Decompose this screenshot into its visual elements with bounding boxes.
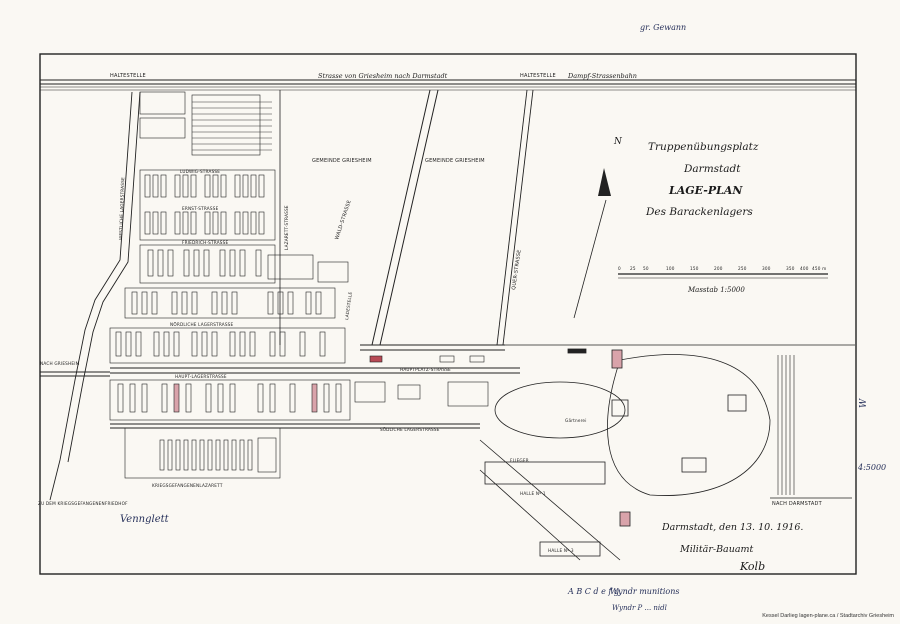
- image-credit: Kessel Darlieg lagen-plane.ca / Stadtarc…: [762, 613, 894, 620]
- red-signature: Vennglett: [120, 514, 170, 525]
- gemeinde-label-2: GEMEINDE GRIESHEIM: [425, 158, 485, 164]
- scale-tick: 350: [786, 266, 795, 271]
- scale-tick: 100: [666, 266, 675, 271]
- halle3-label: HALLE Nº 3: [548, 548, 574, 553]
- credit-line: Kessel Darlieg lagen-plane.ca / Stadtarc…: [762, 613, 894, 619]
- nach-darmstadt-label: NACH DARMSTADT: [772, 501, 823, 507]
- north-arrow: N: [573, 137, 623, 319]
- nord-lager-label: NÖRDLICHE LAGERSTRASSE: [170, 322, 234, 327]
- pow-hospital-block: [124, 427, 281, 479]
- halle1-label: HALLE Nº 1: [520, 491, 546, 496]
- west-roads: [40, 91, 520, 501]
- kriegsgef-label: KRIEGSGEFANGENENLAZARETT: [152, 483, 223, 488]
- stop-left-label: HALTESTELLE: [110, 73, 146, 79]
- wald-strasse-label: WALD-STRASSE: [334, 199, 352, 240]
- title-line-4: Des Barackenlagers: [645, 206, 753, 218]
- scale-label: Masstab 1:5000: [687, 286, 745, 294]
- gaertnerei-label: Gärtnerei: [565, 418, 587, 423]
- nach-griesheim-label: NACH GRIESHEIM: [40, 361, 80, 366]
- issuing-office: Militär-Bauamt: [679, 544, 754, 555]
- pencil-note-top: gr. Gewann: [640, 23, 686, 32]
- scale-tick: 0: [618, 266, 621, 271]
- block-row-2: [139, 244, 349, 284]
- barrack-blocks: [109, 91, 351, 479]
- north-label: N: [613, 137, 623, 147]
- flieger-label: FLIEGER: [510, 458, 529, 463]
- signature-block: Darmstadt, den 13. 10. 1916. Militär-Bau…: [661, 522, 803, 573]
- gemeinde-label-1: GEMEINDE GRIESHEIM: [312, 158, 372, 164]
- margin-note-1: W: [859, 398, 869, 408]
- block-row-1: [139, 169, 276, 241]
- ernst-label: ERNST-STRASSE: [182, 206, 219, 211]
- scale-tick: 150: [690, 266, 699, 271]
- east-rails: [777, 355, 795, 495]
- map-frame: [39, 53, 857, 575]
- scale-tick: 200: [714, 266, 723, 271]
- east-airfield: [479, 344, 855, 561]
- scale-tick: 250: [738, 266, 747, 271]
- scale-tick: 50: [643, 266, 649, 271]
- haupt-lager-label: HAUPT-LAGERSTRASSE: [175, 374, 227, 379]
- hatched-fields: [192, 101, 272, 151]
- haupt-platz-label: HAUPTPLATZ-STRASSE: [400, 367, 451, 372]
- lazarett-strasse-label: LAZARETT-STRASSE: [284, 205, 289, 250]
- ludwig-label: LUDWIG-STRASSE: [180, 169, 220, 174]
- title-line-1: Truppenübungsplatz: [648, 141, 759, 153]
- scale-tick: 450 m: [812, 266, 826, 271]
- westliche-label: WESTLICHE LAGERSTRASSE: [118, 177, 125, 240]
- scale-tick: 300: [762, 266, 771, 271]
- place-date: Darmstadt, den 13. 10. 1916.: [661, 522, 803, 533]
- quer-strasse-label: QUER-STRASSE: [511, 249, 523, 290]
- ladestelle-label: LADESTELLE: [344, 291, 353, 320]
- top-road-label: Strasse von Griesheim nach Darmstadt: [318, 72, 448, 80]
- scale-tick: 400: [800, 266, 809, 271]
- diagonal-roads: [279, 89, 534, 346]
- block-row-4: [109, 327, 346, 364]
- top-railway: [40, 79, 856, 91]
- friedhof-label: ZU DEM KRIEGSGEFANGENENFRIEDHOF: [38, 501, 128, 506]
- pencil-letters: A B C d e f g.: [567, 587, 622, 596]
- tram-label: Dampf-Strassenbahn: [567, 72, 637, 80]
- pencil-note-bottom-1: Wyndr munitions: [610, 587, 680, 596]
- scale-tick: 25: [630, 266, 636, 271]
- suedliche-label: SÜDLICHE LAGERSTRASSE: [380, 427, 440, 432]
- scale-bar: [618, 273, 828, 279]
- scale-ticks: 0 25 50 100 150 200 250 300 350 400 450 …: [618, 266, 826, 271]
- title-line-2: Darmstadt: [683, 163, 741, 175]
- margin-note-2: 4:5000: [857, 463, 886, 472]
- title-block: Truppenübungsplatz Darmstadt LAGE-PLAN D…: [645, 141, 759, 218]
- block-row-5: [109, 379, 351, 421]
- pencil-note-bottom-2: Wyndr P ... nidl: [612, 604, 667, 612]
- stop-right-label: HALTESTELLE: [520, 73, 556, 79]
- title-line-3: LAGE-PLAN: [668, 184, 743, 197]
- friedrich-label: FRIEDRICH-STRASSE: [182, 240, 228, 245]
- block-row-3: [124, 287, 336, 319]
- signature-name: Kolb: [739, 560, 765, 573]
- central-buildings: [354, 355, 489, 407]
